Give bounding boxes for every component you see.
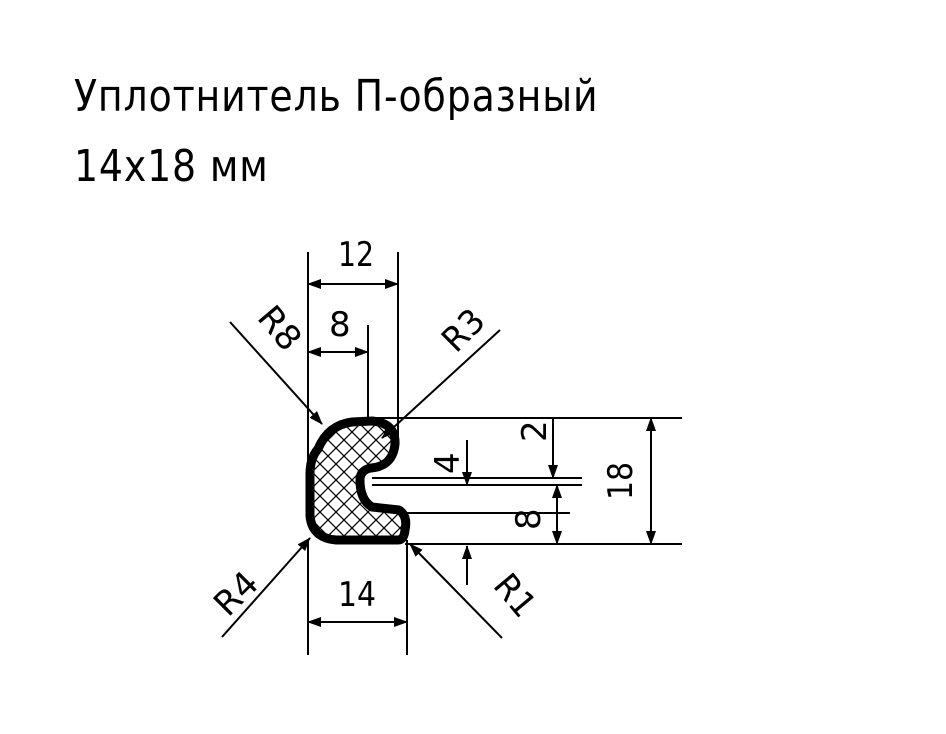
- label-8-horizontal: 8: [329, 305, 351, 345]
- leader-r3: [381, 329, 501, 439]
- label-r4: R4: [206, 564, 267, 625]
- leader-r8: [229, 321, 323, 425]
- radius-leaders: [221, 321, 503, 639]
- title-block: Уплотнитель П-образный 14x18 мм: [74, 62, 598, 202]
- seal-profile: [305, 416, 411, 545]
- leader-r1: [409, 543, 503, 639]
- profile-body: [305, 416, 411, 545]
- label-14: 14: [338, 575, 376, 615]
- label-18: 18: [601, 462, 641, 500]
- dimension-lines: [307, 279, 656, 627]
- label-r8: R8: [249, 298, 309, 359]
- dimension-labels: 12 8 14 18 8 2 4 R8 R3 R4 R1: [206, 235, 641, 625]
- label-4: 4: [428, 452, 468, 474]
- label-r1: R1: [485, 566, 544, 625]
- label-8-vertical: 8: [509, 508, 549, 530]
- leader-r4: [221, 537, 311, 638]
- label-2: 2: [515, 420, 555, 442]
- title-line-2: 14x18 мм: [74, 141, 269, 192]
- label-12: 12: [338, 235, 374, 275]
- title-line-1: Уплотнитель П-образный: [74, 71, 599, 122]
- label-r3: R3: [434, 301, 493, 360]
